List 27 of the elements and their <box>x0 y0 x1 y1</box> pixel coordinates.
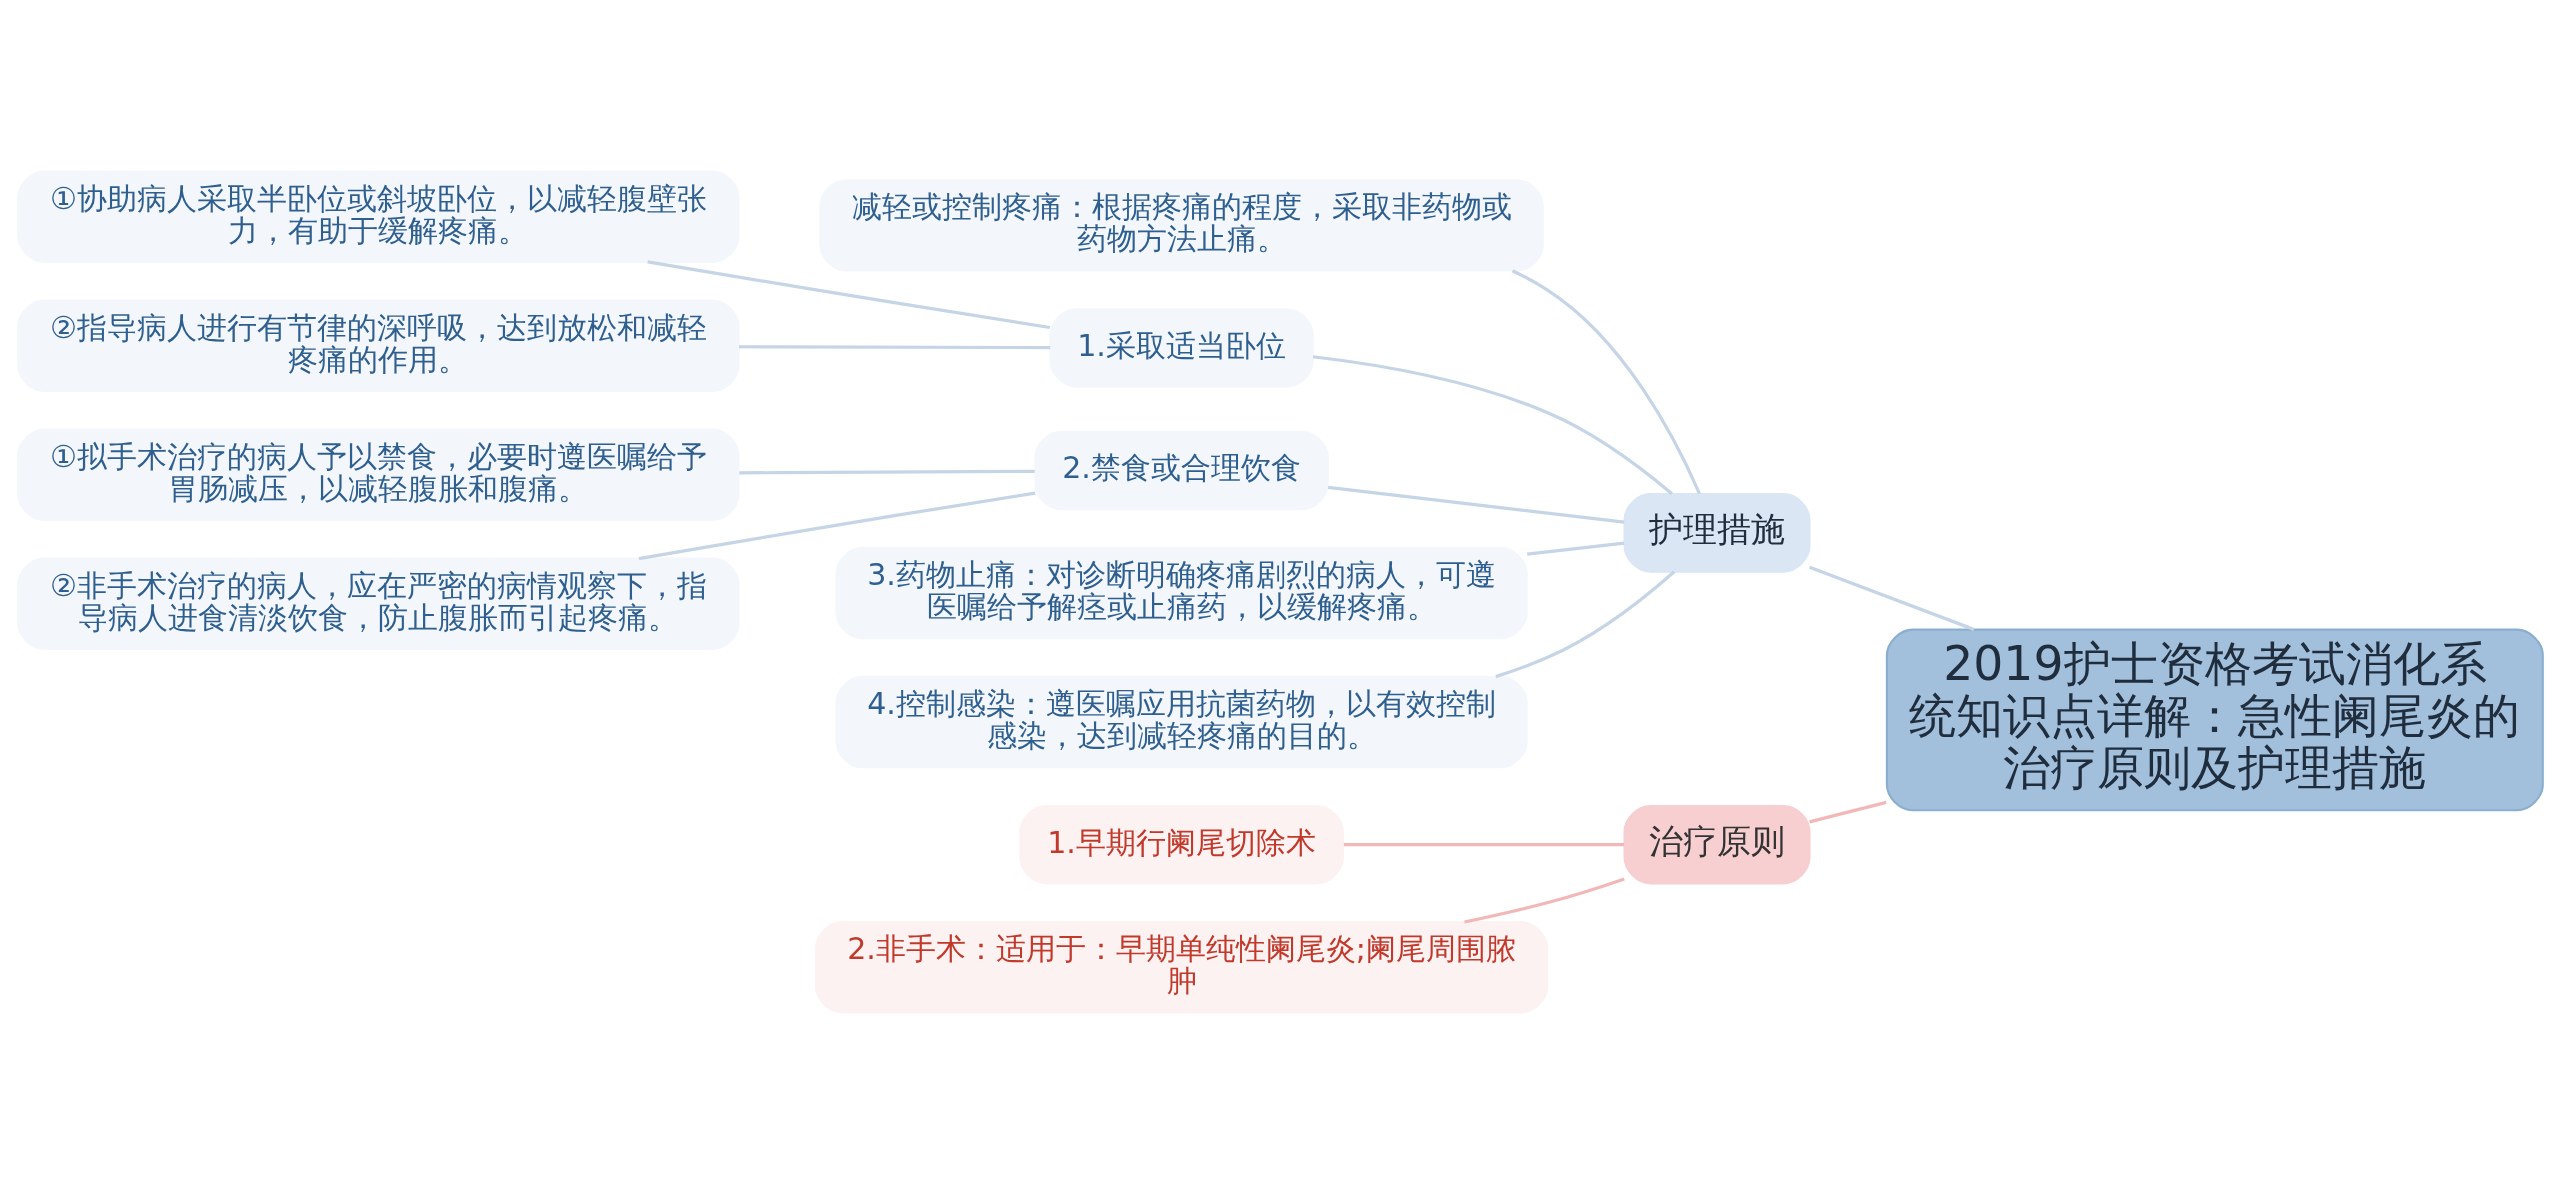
connector <box>1312 354 1673 495</box>
node-box: 4.控制感染：遵医嘱应用抗菌药物，以有效控制感染，达到减轻疼痛的目的。 <box>834 675 1528 768</box>
node-box: 2019护士资格考试消化系统知识点详解：急性阑尾炎的治疗原则及护理措施 <box>1885 628 2544 811</box>
connector <box>1463 876 1625 924</box>
node-box: 3.药物止痛：对诊断明确疼痛剧烈的病人，可遵医嘱给予解痉或止痛药，以缓解疼痛。 <box>834 546 1528 639</box>
connector <box>1511 268 1701 494</box>
connector <box>1327 485 1624 524</box>
connector <box>646 259 1050 329</box>
connector <box>1808 565 1974 631</box>
node-box: 1.采取适当卧位 <box>1048 307 1314 388</box>
connector <box>1494 570 1675 678</box>
connector <box>1808 800 1887 823</box>
connector <box>1526 541 1624 556</box>
node-box: ①协助病人采取半卧位或斜坡卧位，以减轻腹壁张力，有助于缓解疼痛。 <box>16 170 740 263</box>
connector <box>738 344 1050 349</box>
node-box: ②指导病人进行有节律的深呼吸，达到放松和减轻疼痛的作用。 <box>16 299 740 392</box>
node-box: 2.非手术：适用于：早期单纯性阑尾炎;阑尾周围脓肿 <box>814 920 1548 1013</box>
node-box: 2.禁食或合理饮食 <box>1033 430 1329 510</box>
node-box: 治疗原则 <box>1623 804 1811 884</box>
node-box: ②非手术治疗的病人，应在严密的病情观察下，指导病人进食清淡饮食，防止腹胀而引起疼痛。 <box>16 557 740 650</box>
node-box: 1.早期行阑尾切除术 <box>1018 804 1344 884</box>
node-box: ①拟手术治疗的病人予以禁食，必要时遵医嘱给予胃肠减压，以减轻腹胀和腹痛。 <box>16 428 740 521</box>
connector <box>638 491 1035 560</box>
connector <box>738 469 1035 474</box>
connector <box>1343 842 1624 846</box>
node-box: 减轻或控制疼痛：根据疼痛的程度，采取非药物或药物方法止痛。 <box>818 178 1544 272</box>
node-box: 护理措施 <box>1623 492 1811 573</box>
